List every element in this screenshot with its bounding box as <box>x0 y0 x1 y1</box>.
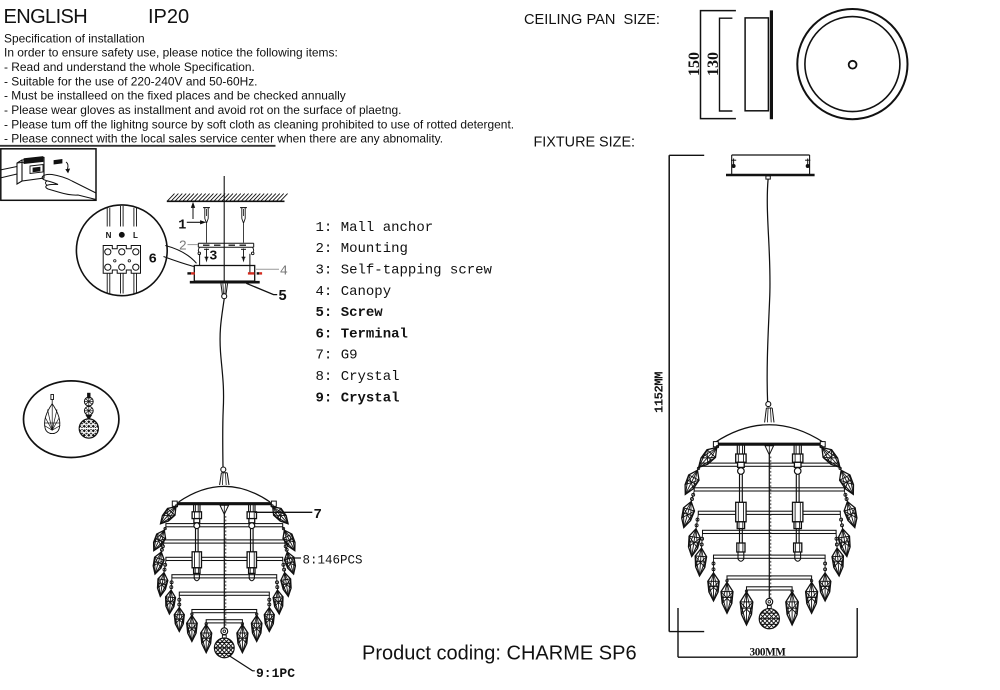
svg-text:N: N <box>106 231 112 240</box>
svg-text:6: Terminal: 6: Terminal <box>316 326 408 342</box>
svg-text:Specification of installation: Specification of installation <box>4 31 145 45</box>
svg-text:6: 6 <box>149 252 157 268</box>
svg-text:5: Screw: 5: Screw <box>316 305 384 321</box>
svg-text:2: 2 <box>179 240 187 255</box>
svg-text:300MM: 300MM <box>750 647 787 659</box>
svg-text:3: Self-tapping screw: 3: Self-tapping screw <box>316 263 493 279</box>
svg-text:4: Canopy: 4: Canopy <box>316 284 392 300</box>
svg-text:- Must be installeed on the fi: - Must be installeed on the fixed places… <box>4 89 346 103</box>
svg-text:7: 7 <box>314 507 322 523</box>
svg-text:ENGLISH: ENGLISH <box>4 6 88 28</box>
svg-text:9: Crystal: 9: Crystal <box>316 390 400 406</box>
svg-text:2: Mounting: 2: Mounting <box>316 241 408 257</box>
svg-text:L: L <box>133 231 138 240</box>
svg-text:- Suitable for the use of 220-: - Suitable for the use of 220-240V and 5… <box>4 74 258 88</box>
svg-text:150: 150 <box>686 52 703 76</box>
svg-text:Product coding: CHARME SP6: Product coding: CHARME SP6 <box>362 643 637 665</box>
svg-text:CEILING PAN SIZE:: CEILING PAN SIZE: <box>524 12 660 28</box>
svg-text:130: 130 <box>705 52 722 76</box>
svg-text:1152MM: 1152MM <box>653 372 667 413</box>
svg-text:- Read and understand the whol: - Read and understand the whole Specific… <box>4 60 255 74</box>
svg-text:In order to ensure safety use,: In order to ensure safety use, please no… <box>4 46 338 60</box>
svg-text:7: G9: 7: G9 <box>316 348 358 364</box>
svg-text:3: 3 <box>209 249 217 264</box>
svg-text:8:146PCS: 8:146PCS <box>303 553 363 567</box>
svg-text:5: 5 <box>278 289 287 305</box>
svg-text:1: Mall anchor: 1: Mall anchor <box>316 220 434 236</box>
svg-text:- Please tum off the lighitng: - Please tum off the lighitng source by … <box>4 117 514 131</box>
svg-text:8: Crystal: 8: Crystal <box>316 369 400 385</box>
svg-text:4: 4 <box>280 264 288 279</box>
svg-text:FIXTURE SIZE:: FIXTURE SIZE: <box>534 134 636 150</box>
svg-text:IP20: IP20 <box>148 6 189 28</box>
svg-text:- Please wear gloves as instal: - Please wear gloves as installment and … <box>4 103 401 117</box>
svg-text:9:1PC: 9:1PC <box>256 666 295 681</box>
svg-text:1: 1 <box>178 219 186 234</box>
svg-text:- Please connect with the loca: - Please connect with the local sales se… <box>4 132 443 146</box>
